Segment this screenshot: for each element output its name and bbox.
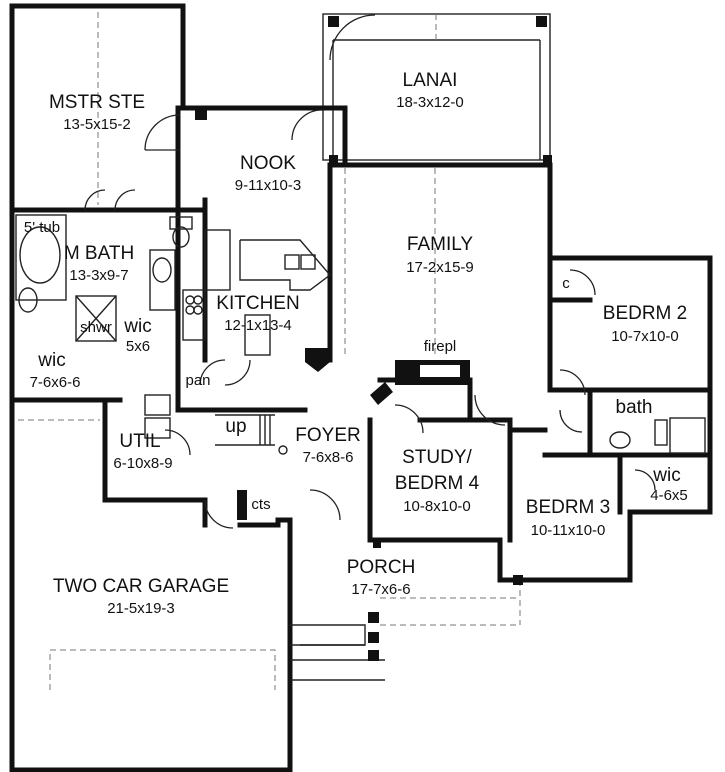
- fixtures: [15, 214, 706, 455]
- lanai-dim: 18-3x12-0: [396, 94, 464, 111]
- shwr-label: shwr: [80, 319, 112, 336]
- wic-right-name: wic: [652, 465, 680, 486]
- util-name: UTIL: [119, 431, 160, 452]
- porch-steps: [290, 540, 523, 681]
- family-dim: 17-2x15-9: [406, 259, 474, 276]
- porch-name: PORCH: [347, 557, 416, 578]
- nook-dim: 9-11x10-3: [235, 177, 301, 194]
- dashed-lines: [18, 12, 521, 690]
- bedrm2-dim: 10-7x10-0: [611, 328, 679, 345]
- wic-right-dim: 4-6x5: [650, 487, 688, 504]
- wic-bath-name: wic: [123, 316, 151, 337]
- study-name-line2: BEDRM 4: [395, 473, 480, 494]
- walls: [9, 3, 713, 772]
- room-labels: MSTR STE 13-5x15-2 LANAI 18-3x12-0 NOOK …: [24, 70, 688, 617]
- bedrm2-name: BEDRM 2: [603, 303, 687, 324]
- lanai-area: [322, 13, 552, 164]
- porch-dim: 17-7x6-6: [351, 581, 410, 598]
- study-dim: 10-8x10-0: [403, 498, 471, 515]
- kitchen-name: KITCHEN: [216, 293, 299, 314]
- m-bath-name: M BATH: [64, 243, 134, 264]
- bedrm3-name: BEDRM 3: [526, 497, 610, 518]
- nook-name: NOOK: [240, 153, 296, 174]
- kitchen-dim: 12-1x13-4: [224, 317, 292, 334]
- mstr-ste-dim: 13-5x15-2: [63, 116, 131, 133]
- foyer-dim: 7-6x8-6: [303, 449, 354, 466]
- wic-left-dim: 7-6x6-6: [30, 374, 81, 391]
- firepl-label: firepl: [424, 338, 457, 355]
- bath-label: bath: [616, 397, 653, 418]
- garage-name: TWO CAR GARAGE: [53, 576, 229, 597]
- wic-bath-dim: 5x6: [126, 338, 150, 355]
- up-label: up: [225, 416, 246, 437]
- lanai-name: LANAI: [403, 70, 458, 91]
- tub-label: 5' tub: [24, 219, 60, 236]
- util-dim: 6-10x8-9: [113, 455, 172, 472]
- family-name: FAMILY: [407, 234, 473, 255]
- closet-label: c: [562, 275, 570, 292]
- foyer-name: FOYER: [295, 425, 360, 446]
- structural-blocks: [195, 108, 470, 520]
- doors: [84, 14, 656, 529]
- m-bath-dim: 13-3x9-7: [69, 267, 128, 284]
- mstr-ste-name: MSTR STE: [49, 92, 145, 113]
- wic-left-name: wic: [37, 350, 65, 371]
- pan-label: pan: [185, 372, 210, 389]
- study-name-line1: STUDY/: [402, 447, 472, 468]
- garage-dim: 21-5x19-3: [107, 600, 175, 617]
- bedrm3-dim: 10-11x10-0: [531, 522, 606, 539]
- cts-label: cts: [251, 496, 270, 513]
